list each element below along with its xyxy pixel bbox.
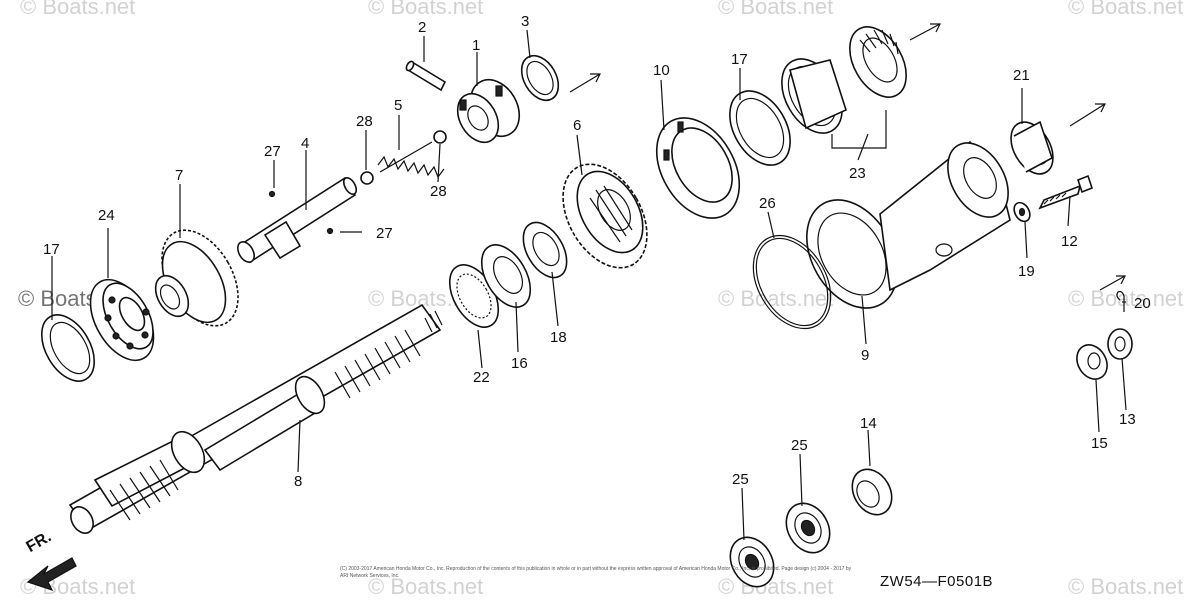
copyright-notice: (C) 2003-2017 American Honda Motor Co., … (340, 566, 852, 579)
callout-number: 16 (511, 355, 528, 372)
callout-number: 17 (43, 241, 60, 258)
callout-number: 18 (550, 329, 567, 346)
callout-number: 21 (1013, 67, 1030, 84)
shim-part[interactable] (514, 215, 575, 285)
castle-nut-part[interactable] (1107, 328, 1133, 360)
callout-number: 24 (98, 207, 115, 224)
bearing-holder-part[interactable] (788, 132, 1020, 324)
watermark: © Boats.net (368, 574, 484, 599)
watermark: © Boats.net (20, 0, 136, 19)
holder-ring-part[interactable] (640, 103, 756, 233)
washer-part[interactable] (1071, 339, 1113, 384)
callout-number: 6 (573, 117, 581, 134)
seal-ring-part[interactable] (31, 306, 105, 390)
watermark: © Boats.net (368, 0, 484, 19)
reverse-gear-part[interactable] (146, 217, 253, 339)
bearing-race-part[interactable] (769, 48, 854, 143)
oil-seal-part[interactable] (778, 495, 839, 560)
watermark: © Boats.net (1068, 0, 1184, 19)
callout-number: 25 (791, 437, 808, 454)
pin-part[interactable] (405, 60, 447, 92)
washer-part[interactable] (1011, 200, 1033, 224)
callout-number: 28 (430, 183, 447, 200)
callout-number: 26 (759, 195, 776, 212)
callout-number: 27 (376, 225, 393, 242)
watermark: © Boats.net (718, 286, 834, 311)
callout-number: 14 (860, 415, 877, 432)
callout-number: 23 (849, 165, 866, 182)
callout-number: 2 (418, 19, 426, 36)
callout-labels: 2 1 3 4 5 6 7 8 9 10 12 13 14 15 16 17 1… (43, 13, 1151, 490)
callout-number: 27 (264, 143, 281, 160)
callout-number: 5 (394, 97, 402, 114)
bushing-part[interactable] (844, 462, 899, 522)
callout-number: 17 (731, 51, 748, 68)
callout-number: 28 (356, 113, 373, 130)
clutch-part[interactable] (449, 71, 529, 149)
leader-lines (51, 29, 1127, 541)
callout-number: 3 (521, 13, 529, 30)
spring-part[interactable] (377, 141, 445, 179)
front-arrow-icon (26, 557, 77, 592)
watermark: © Boats.net (718, 0, 834, 19)
steel-ball-part[interactable] (268, 130, 447, 235)
callout-number: 25 (732, 471, 749, 488)
callout-number: 20 (1134, 295, 1151, 312)
callout-number: 1 (472, 37, 480, 54)
callout-number: 13 (1119, 411, 1136, 428)
callout-number: 12 (1061, 233, 1078, 250)
propeller-shaft-part[interactable] (66, 303, 443, 537)
watermark: © Boats.net (718, 574, 834, 599)
oil-seal-part[interactable] (722, 529, 783, 594)
callout-number: 4 (301, 135, 309, 152)
callout-number: 10 (653, 62, 670, 79)
watermark: © Boats.net (1068, 574, 1184, 599)
callout-number: 9 (861, 347, 869, 364)
callout-number: 22 (473, 369, 490, 386)
callout-number: 19 (1018, 263, 1035, 280)
callout-number: 15 (1091, 435, 1108, 452)
shift-slider-part[interactable] (234, 176, 358, 265)
taper-roller-bearing-part[interactable] (838, 17, 918, 107)
callout-number: 8 (294, 473, 302, 490)
forward-gear-part[interactable] (546, 150, 664, 283)
diagram-code: ZW54—F0501B (880, 573, 994, 590)
direction-arrow-icon (569, 23, 1126, 291)
watermark: © Boats.net (1068, 286, 1184, 311)
o-ring-part[interactable] (738, 222, 847, 343)
bolt-part[interactable] (1038, 174, 1093, 210)
callout-number: 7 (175, 167, 183, 184)
thrust-washer-part[interactable] (472, 237, 541, 316)
cotter-pin-part[interactable] (1116, 290, 1125, 313)
clip-ring-part[interactable] (514, 49, 566, 107)
needle-bearing-part[interactable] (1002, 115, 1061, 181)
ball-bearing-part[interactable] (77, 269, 166, 371)
